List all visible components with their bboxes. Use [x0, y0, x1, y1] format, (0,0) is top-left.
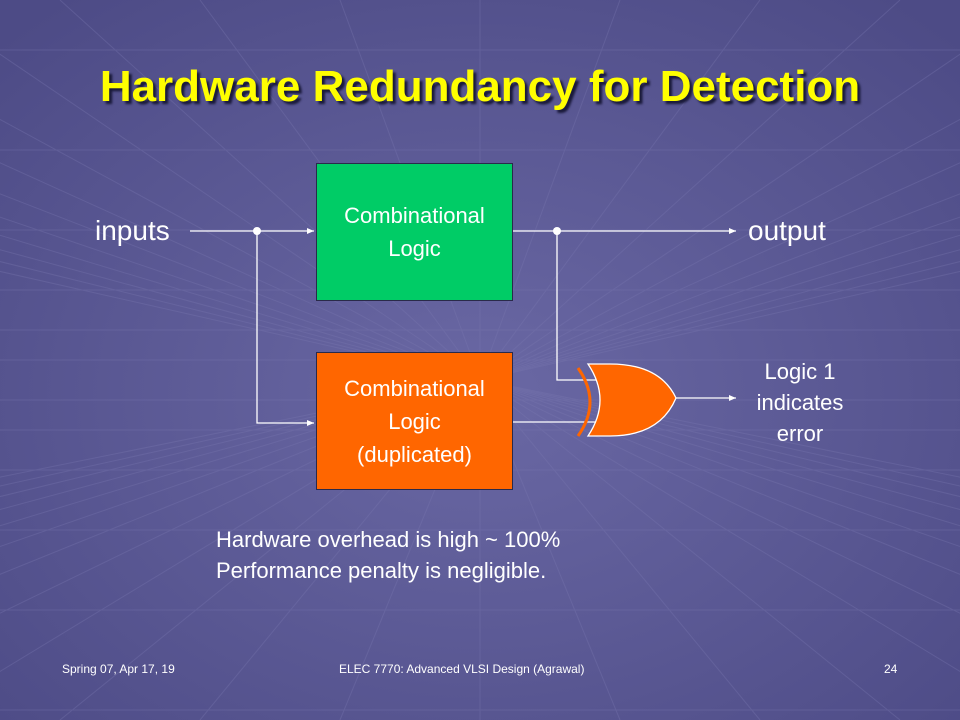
- output-branch-wire: [556, 231, 598, 381]
- combinational-logic-box: Combinational Logic: [316, 163, 513, 301]
- output-junction-dot: [553, 227, 561, 235]
- xor-gate-icon: [576, 363, 677, 437]
- footer-course: ELEC 7770: Advanced VLSI Design (Agrawal…: [339, 662, 585, 676]
- slide-title: Hardware Redundancy for Detection: [99, 62, 861, 111]
- input-branch-wire: [256, 231, 314, 426]
- footer-date: Spring 07, Apr 17, 19: [62, 662, 175, 676]
- note-overhead: Hardware overhead is high ~ 100%: [216, 527, 561, 552]
- box-duplicate-line2: Logic: [388, 408, 441, 434]
- output-label: output: [748, 215, 826, 246]
- combinational-logic-duplicate-box: Combinational Logic (duplicated): [316, 352, 513, 490]
- footer-page-number: 24: [884, 662, 898, 676]
- box-duplicate-line1: Combinational: [344, 375, 485, 401]
- inputs-label: inputs: [95, 215, 170, 246]
- error-label-line2: indicates: [756, 390, 844, 415]
- input-junction-dot: [253, 227, 261, 235]
- box-duplicate-line3: (duplicated): [357, 441, 472, 467]
- error-label: Logic 1 indicates error: [730, 356, 870, 449]
- box-primary-line1: Combinational: [344, 203, 485, 228]
- box-primary-line2: Logic: [388, 236, 441, 261]
- error-label-line3: error: [776, 421, 824, 446]
- error-label-line1: Logic 1: [764, 359, 836, 384]
- note-performance: Performance penalty is negligible.: [216, 558, 547, 583]
